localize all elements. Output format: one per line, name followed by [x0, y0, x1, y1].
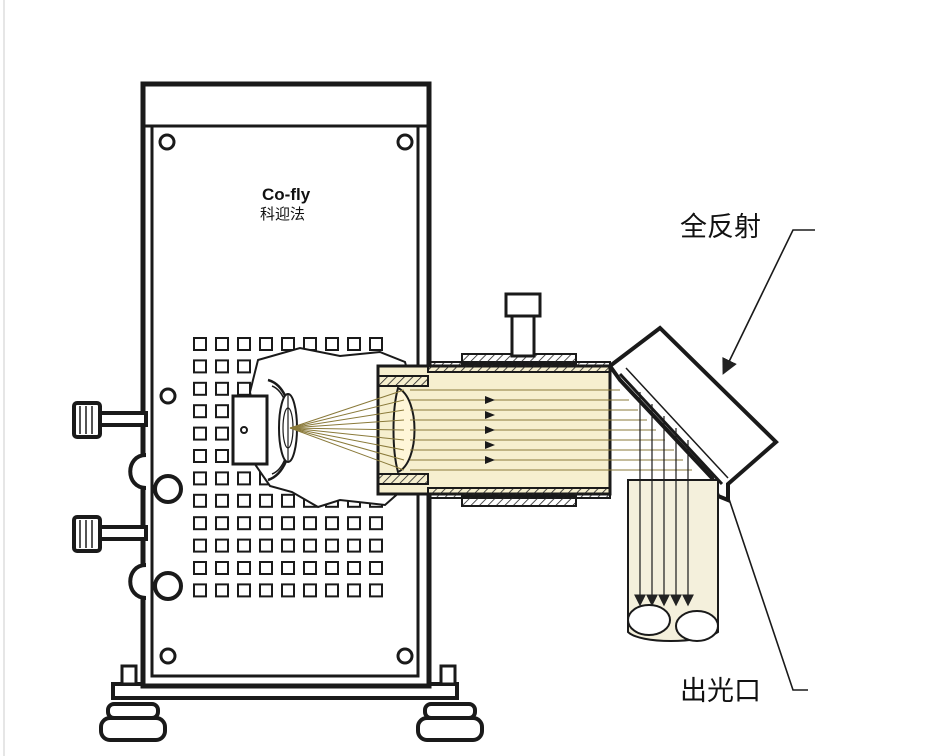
vent-slot: [237, 359, 251, 374]
vent-slot: [259, 337, 273, 351]
vent-slot: [215, 583, 229, 598]
vent-slot: [303, 516, 317, 531]
vent-slot: [237, 561, 251, 575]
total-reflection-label: 全反射: [680, 212, 761, 243]
converging-ray: [289, 427, 405, 431]
vent-slot: [281, 538, 295, 553]
brand-name-cn: 科迎法: [260, 205, 305, 223]
vent-slot: [215, 359, 229, 374]
vent-slot: [215, 426, 229, 441]
vent-slot: [193, 538, 207, 553]
vent-slot: [237, 493, 251, 508]
vent-slot: [303, 583, 317, 598]
converging-ray: [289, 427, 405, 471]
vent-slot: [215, 337, 229, 351]
lamp-cutaway: [231, 346, 412, 509]
knob-grips: [79, 406, 93, 548]
converging-ray: [289, 399, 405, 429]
vent-slot: [281, 561, 295, 575]
vent-slot: [193, 561, 207, 575]
total-reflection-mirror: [607, 325, 779, 503]
vent-slot: [325, 337, 339, 351]
vent-slot: [259, 538, 273, 553]
vent-slot: [259, 493, 273, 508]
vent-slot: [215, 381, 229, 396]
vent-slot: [347, 516, 361, 531]
vent-slot: [193, 516, 207, 531]
vent-slot: [237, 471, 251, 486]
converging-ray: [289, 427, 405, 461]
vent-slot: [259, 561, 273, 575]
callout-total-reflection: 全反射: [680, 212, 815, 375]
ray-arrow: [485, 441, 495, 449]
base-feet: [99, 664, 484, 742]
vent-slot: [369, 583, 383, 598]
ray-arrow: [485, 426, 495, 434]
converging-ray: [289, 389, 405, 429]
vent-slot: [325, 538, 339, 553]
converging-ray: [289, 419, 405, 429]
beam-rays: [289, 389, 692, 471]
vent-slot: [369, 516, 383, 531]
vent-slot: [281, 516, 295, 531]
vent-slot: [237, 381, 251, 396]
vent-slot: [325, 561, 339, 575]
vent-slot: [369, 538, 383, 553]
vent-slot: [259, 583, 273, 598]
vent-slot: [281, 493, 295, 508]
callout-light-outlet: 出光口: [680, 495, 808, 707]
vent-slot: [347, 538, 361, 553]
vent-slot: [215, 516, 229, 531]
vent-slot: [193, 471, 207, 486]
vent-slot: [215, 538, 229, 553]
output-light-guide: [627, 479, 719, 642]
vent-slot: [193, 404, 207, 419]
vent-slot: [347, 583, 361, 598]
vent-slot: [193, 493, 207, 508]
vent-slot: [369, 337, 383, 351]
vent-slot: [215, 404, 229, 419]
panel-screws: [158, 133, 414, 665]
vent-slot: [237, 337, 251, 351]
ray-arrow: [485, 396, 495, 404]
vent-slot: [215, 449, 229, 463]
vent-slot: [193, 359, 207, 374]
brand-name: Co-fly: [262, 185, 311, 204]
vent-slot: [237, 583, 251, 598]
vent-slot: [281, 583, 295, 598]
vent-slot: [215, 493, 229, 508]
vent-slot: [259, 516, 273, 531]
vent-slot: [303, 538, 317, 553]
vent-slot: [193, 583, 207, 598]
vent-slot: [193, 337, 207, 351]
vent-slot: [193, 381, 207, 396]
ray-arrow: [485, 411, 495, 419]
vent-slot: [325, 516, 339, 531]
converging-ray: [289, 409, 405, 429]
vent-slot: [237, 538, 251, 553]
vent-slot: [193, 426, 207, 441]
vent-slot: [325, 583, 339, 598]
vent-slot: [193, 449, 207, 463]
converging-ray: [289, 427, 405, 451]
vent-slot: [281, 337, 295, 351]
output-rays: [634, 392, 694, 607]
vent-slot: [347, 337, 361, 351]
vent-slot: [215, 561, 229, 575]
side-fittings: [72, 401, 183, 601]
vent-slot: [347, 561, 361, 575]
converging-ray: [289, 427, 405, 441]
vent-slot: [237, 516, 251, 531]
ray-arrow: [485, 456, 495, 464]
vent-slot: [303, 561, 317, 575]
vent-slot: [215, 471, 229, 486]
light-outlet-label: 出光口: [680, 676, 761, 707]
vent-slot: [369, 561, 383, 575]
